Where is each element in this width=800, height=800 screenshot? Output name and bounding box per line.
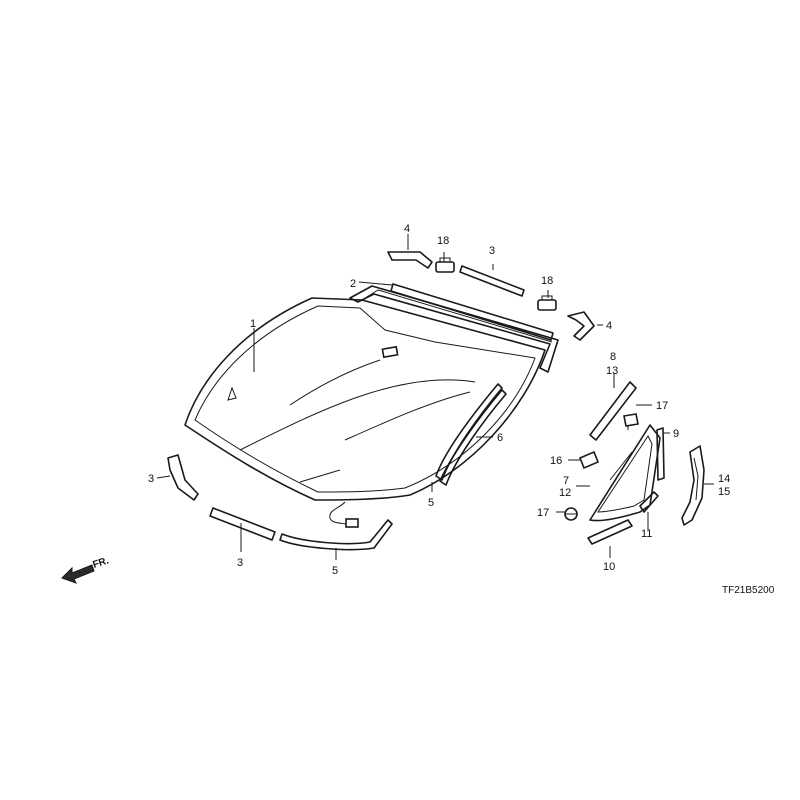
callout-11: 11 <box>641 528 652 540</box>
callout-12: 12 <box>559 487 571 499</box>
callout-15: 15 <box>718 486 730 498</box>
corner-piece-left[interactable] <box>387 251 433 269</box>
diagram-code: TF21B5200 <box>722 585 775 596</box>
callout-10: 10 <box>603 561 615 573</box>
callout-9: 9 <box>673 428 679 440</box>
leader-lines <box>156 234 714 560</box>
callout-16: 16 <box>550 455 562 467</box>
corner-piece-right[interactable] <box>567 311 595 341</box>
callout-14: 14 <box>718 473 730 485</box>
lower-strip-10[interactable] <box>587 519 633 545</box>
callout-3: 3 <box>489 245 495 257</box>
clip-17-upper[interactable] <box>623 413 639 430</box>
callout-5: 5 <box>332 565 338 577</box>
callout-4: 4 <box>606 320 612 332</box>
callout-17: 17 <box>537 507 549 519</box>
clip-18-left[interactable] <box>435 257 455 273</box>
molding-strip-top[interactable] <box>390 265 554 341</box>
windshield-glass[interactable] <box>184 297 546 528</box>
callout-18: 18 <box>541 275 553 287</box>
molding-strip-8[interactable] <box>589 381 637 441</box>
quarter-glass[interactable] <box>589 424 661 522</box>
side-molding-6[interactable] <box>439 389 507 486</box>
clip-18-right[interactable] <box>537 295 557 311</box>
callout-13: 13 <box>606 365 618 377</box>
upper-molding-frame[interactable] <box>349 285 559 373</box>
callout-7: 7 <box>563 475 569 487</box>
clip-16[interactable] <box>578 450 600 470</box>
molding-strip-left[interactable] <box>167 454 199 501</box>
callout-17: 17 <box>656 400 668 412</box>
corner-seal-11[interactable] <box>639 491 659 513</box>
pillar-trim-14[interactable] <box>681 445 705 526</box>
front-arrow-icon <box>61 564 95 584</box>
front-label: FR. <box>92 555 111 571</box>
callout-3: 3 <box>237 557 243 569</box>
front-direction-indicator: FR. <box>61 555 111 584</box>
callout-2: 2 <box>350 278 356 290</box>
molding-strip-lower[interactable] <box>209 507 276 541</box>
callout-8: 8 <box>610 351 616 363</box>
callout-1: 1 <box>250 318 256 330</box>
pillar-strip-9[interactable] <box>656 427 665 481</box>
callout-3: 3 <box>148 473 154 485</box>
callout-5: 5 <box>428 497 434 509</box>
callout-labels: 1 2 3 3 3 4 4 5 5 6 7 8 9 10 11 12 13 14… <box>148 223 730 577</box>
callout-4: 4 <box>404 223 410 235</box>
callout-6: 6 <box>497 432 503 444</box>
callout-18: 18 <box>437 235 449 247</box>
clip-17-lower[interactable] <box>564 507 578 521</box>
lower-molding-5[interactable] <box>279 519 393 551</box>
